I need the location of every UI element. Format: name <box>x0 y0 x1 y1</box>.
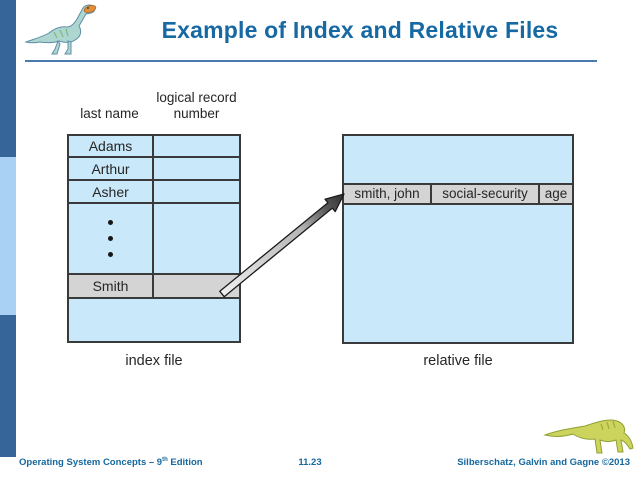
dinosaur-footer-logo-icon <box>543 419 634 454</box>
index-entry-name-smith: Smith <box>92 278 129 294</box>
relative-record-row: smith, john social-security age <box>344 183 572 205</box>
footer-edition-superscript: th <box>162 457 168 463</box>
ellipsis-dot <box>108 236 113 241</box>
index-column-divider <box>152 136 154 299</box>
relative-file-caption: relative file <box>423 353 493 369</box>
index-entry-name: Asher <box>92 183 129 200</box>
ellipsis-dot <box>108 252 113 257</box>
record-field-ssn: social-security <box>430 185 538 203</box>
record-field-name: smith, john <box>354 186 420 201</box>
sidebar-bar-top <box>0 0 16 157</box>
vertical-ellipsis-icon <box>69 204 152 273</box>
index-entry-name: Adams <box>88 138 133 154</box>
index-col2-header-line1: logical record <box>156 90 237 105</box>
index-file-table: Adams Arthur Asher Smith <box>67 134 241 343</box>
title-underline <box>25 60 597 62</box>
footer-edition-suffix: Edition <box>167 457 203 469</box>
index-col2-header-line2: number <box>173 106 220 121</box>
table-row-empty <box>69 299 239 341</box>
footer-authors-credit: Silberschatz, Galvin and Gagne ©2013 <box>457 457 630 468</box>
table-row-ellipsis <box>69 204 239 275</box>
index-file-caption: index file <box>125 353 183 369</box>
record-field-age: age <box>538 185 572 203</box>
relative-file-table: smith, john social-security age <box>342 134 574 344</box>
table-row: Asher <box>69 181 239 204</box>
table-row: Arthur <box>69 158 239 181</box>
slide-page-number: 11.23 <box>298 457 322 468</box>
sidebar-bar-bottom <box>0 315 16 457</box>
index-entry-name: Arthur <box>91 160 130 177</box>
table-row-highlighted: Smith <box>69 275 239 299</box>
ellipsis-dot <box>108 220 113 225</box>
table-row: Adams <box>69 136 239 158</box>
footer-book-title-text: Operating System Concepts – 9 <box>19 457 163 469</box>
dinosaur-logo-icon <box>24 4 97 55</box>
footer-book-title: Operating System Concepts – 9th Edition <box>19 457 203 468</box>
sidebar-bar-middle <box>0 157 16 315</box>
page-title: Example of Index and Relative Files <box>161 17 559 43</box>
index-col1-header: last name <box>80 106 139 121</box>
